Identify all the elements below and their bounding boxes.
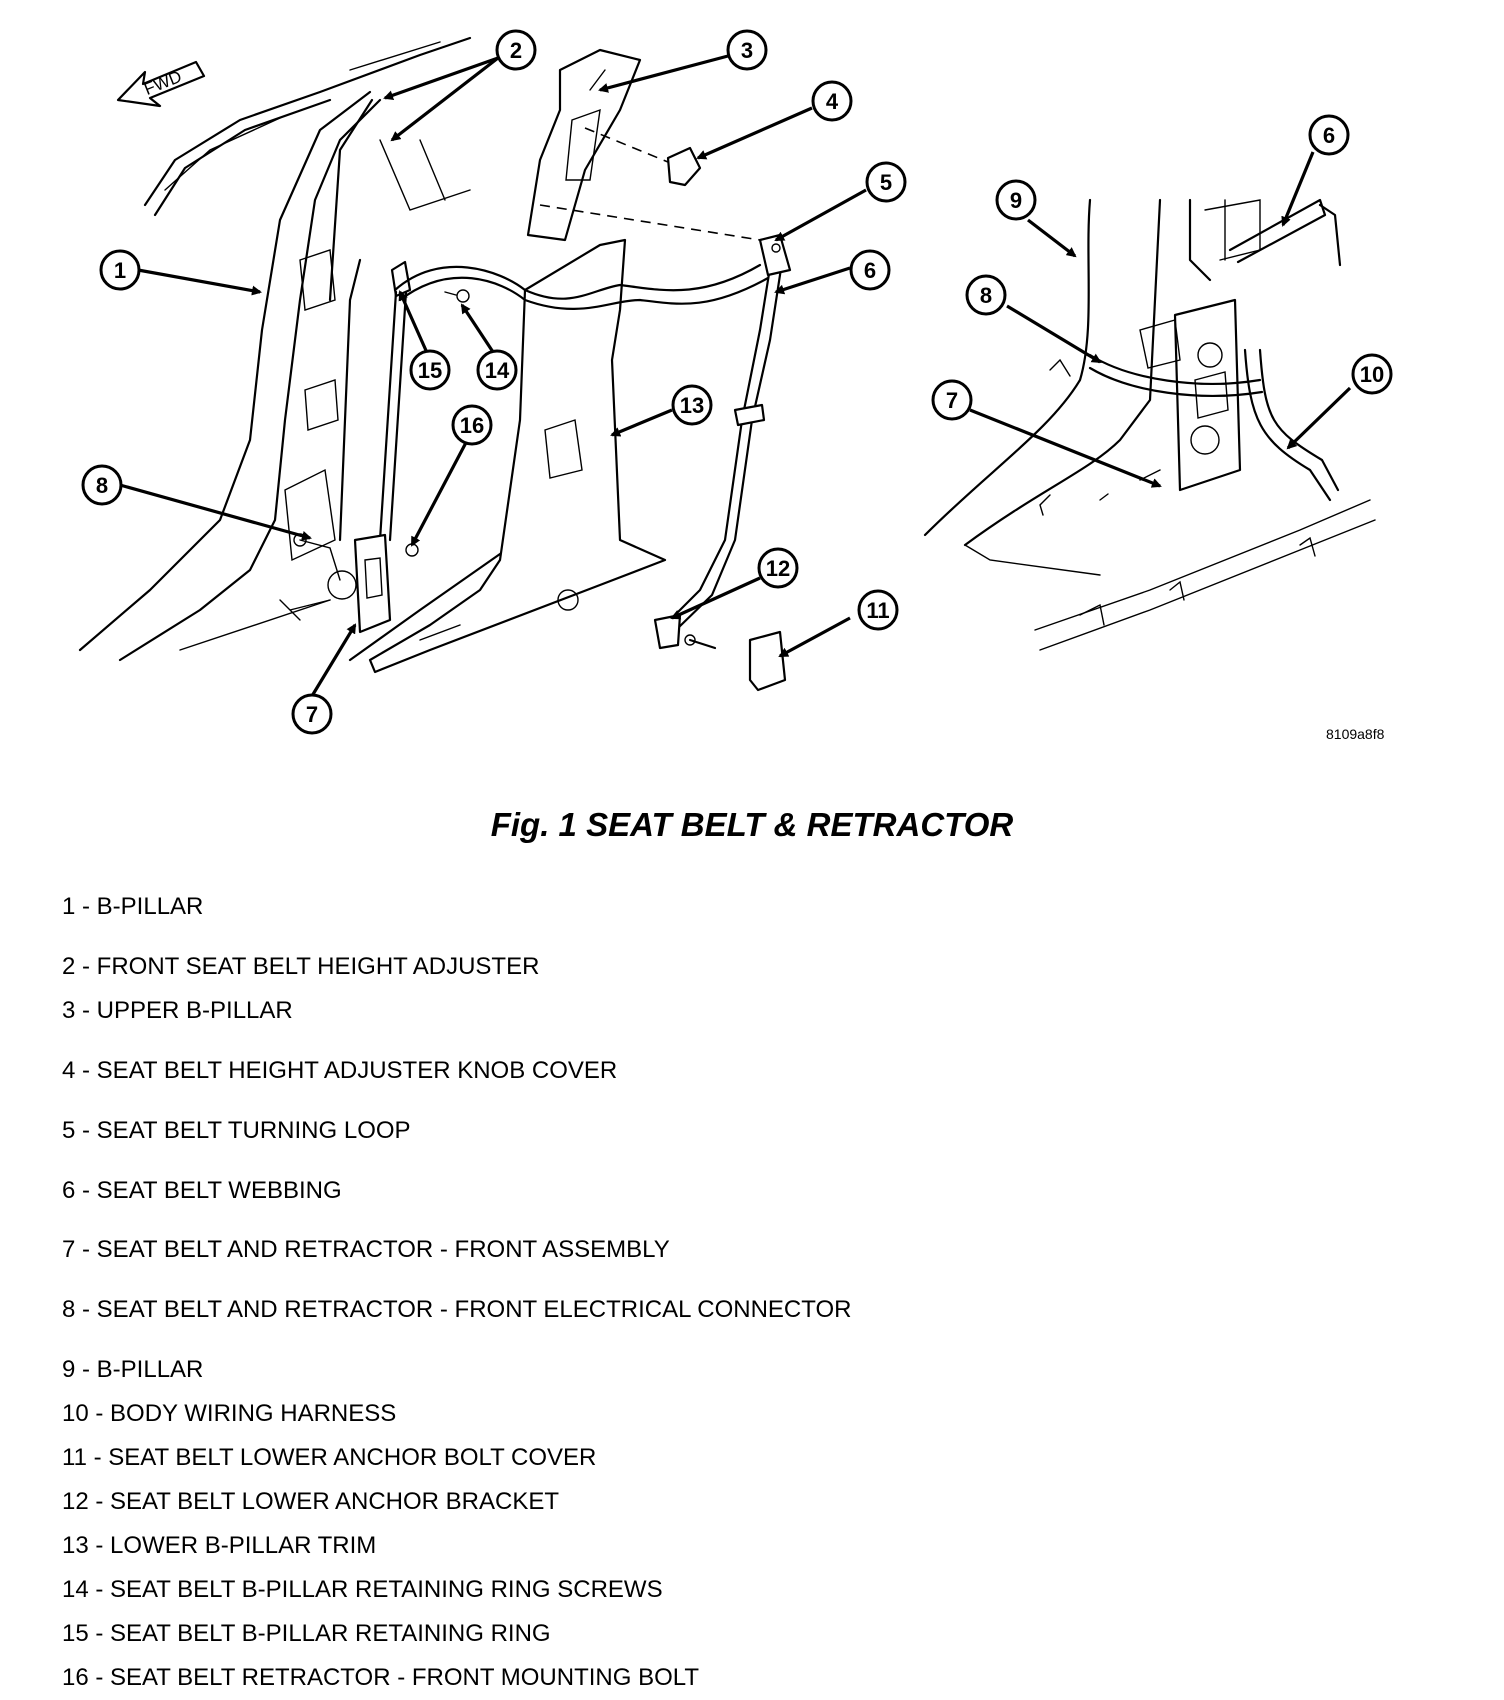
callout-6-detail: 6 bbox=[1308, 114, 1350, 156]
legend-item-1: 1 - B-PILLAR bbox=[62, 893, 204, 920]
callout-7: 7 bbox=[291, 693, 333, 735]
legend-item-14: 14 - SEAT BELT B-PILLAR RETAINING RING S… bbox=[62, 1576, 663, 1603]
detail-view bbox=[923, 198, 1376, 651]
callout-5: 5 bbox=[865, 161, 907, 203]
legend-item-12: 12 - SEAT BELT LOWER ANCHOR BRACKET bbox=[62, 1488, 560, 1515]
svg-text:3: 3 bbox=[741, 38, 753, 63]
anchor-bolt-cover bbox=[748, 630, 787, 692]
callout-8-detail: 8 bbox=[965, 274, 1007, 316]
legend-item-5: 5 - SEAT BELT TURNING LOOP bbox=[62, 1117, 411, 1144]
callout-10: 10 bbox=[1351, 353, 1393, 395]
svg-text:9: 9 bbox=[1010, 188, 1022, 213]
callout-12: 12 bbox=[757, 547, 799, 589]
callout-15: 15 bbox=[409, 349, 451, 391]
callout-6: 6 bbox=[849, 249, 891, 291]
svg-text:11: 11 bbox=[866, 598, 889, 623]
legend-item-8: 8 - SEAT BELT AND RETRACTOR - FRONT ELEC… bbox=[62, 1296, 852, 1323]
legend-item-15: 15 - SEAT BELT B-PILLAR RETAINING RING bbox=[62, 1620, 551, 1647]
figure-title: Fig. 1 SEAT BELT & RETRACTOR bbox=[490, 806, 1014, 843]
dashed-guide-knob bbox=[584, 127, 669, 163]
legend-item-3: 3 - UPPER B-PILLAR bbox=[62, 997, 293, 1024]
svg-text:14: 14 bbox=[485, 358, 510, 383]
svg-text:10: 10 bbox=[1360, 362, 1384, 387]
svg-text:12: 12 bbox=[766, 556, 790, 581]
svg-text:8: 8 bbox=[980, 283, 992, 308]
retaining-ring bbox=[378, 260, 470, 542]
svg-text:15: 15 bbox=[418, 358, 442, 383]
callout-3: 3 bbox=[726, 29, 768, 71]
retractor-assembly bbox=[293, 533, 419, 634]
legend-item-4: 4 - SEAT BELT HEIGHT ADJUSTER KNOB COVER bbox=[62, 1057, 618, 1084]
svg-text:6: 6 bbox=[1323, 123, 1335, 148]
lower-b-pillar-trim bbox=[368, 238, 667, 674]
legend-item-2: 2 - FRONT SEAT BELT HEIGHT ADJUSTER bbox=[62, 953, 540, 980]
legend-item-13: 13 - LOWER B-PILLAR TRIM bbox=[62, 1532, 377, 1559]
callout-2: 2 bbox=[495, 29, 537, 71]
svg-text:16: 16 bbox=[460, 413, 484, 438]
svg-text:2: 2 bbox=[510, 38, 522, 63]
svg-text:4: 4 bbox=[826, 89, 839, 114]
svg-text:5: 5 bbox=[880, 170, 892, 195]
callout-16: 16 bbox=[451, 404, 493, 446]
callout-4: 4 bbox=[811, 80, 853, 122]
legend-item-9: 9 - B-PILLAR bbox=[62, 1356, 204, 1383]
b-pillar-body bbox=[78, 90, 522, 662]
callout-13: 13 bbox=[671, 384, 713, 426]
svg-text:8: 8 bbox=[96, 473, 108, 498]
svg-text:6: 6 bbox=[864, 258, 876, 283]
dashed-guide-loop bbox=[539, 204, 761, 241]
svg-text:1: 1 bbox=[114, 258, 126, 283]
knob-cover bbox=[666, 146, 702, 187]
legend-item-10: 10 - BODY WIRING HARNESS bbox=[62, 1400, 397, 1427]
callout-7-detail: 7 bbox=[931, 379, 973, 421]
svg-text:7: 7 bbox=[306, 702, 318, 727]
callout-9: 9 bbox=[995, 179, 1037, 221]
svg-text:7: 7 bbox=[946, 388, 958, 413]
fwd-label: FWD bbox=[141, 67, 184, 99]
seat-belt-diagram: FWD bbox=[78, 29, 1393, 735]
callout-14: 14 bbox=[476, 349, 518, 391]
callout-1: 1 bbox=[99, 249, 141, 291]
legend-item-6: 6 - SEAT BELT WEBBING bbox=[62, 1177, 342, 1204]
leader-lines bbox=[119, 54, 1352, 697]
callout-11: 11 bbox=[857, 589, 899, 631]
upper-b-pillar-trim bbox=[526, 48, 642, 242]
legend-item-16: 16 - SEAT BELT RETRACTOR - FRONT MOUNTIN… bbox=[62, 1664, 699, 1691]
legend-item-7: 7 - SEAT BELT AND RETRACTOR - FRONT ASSE… bbox=[62, 1236, 670, 1263]
callout-8: 8 bbox=[81, 464, 123, 506]
roof-rail bbox=[143, 36, 472, 217]
image-code: 8109a8f8 bbox=[1326, 726, 1385, 742]
svg-text:13: 13 bbox=[680, 393, 704, 418]
legend-item-11: 11 - SEAT BELT LOWER ANCHOR BOLT COVER bbox=[62, 1444, 597, 1471]
fwd-arrow-icon: FWD bbox=[116, 60, 206, 108]
